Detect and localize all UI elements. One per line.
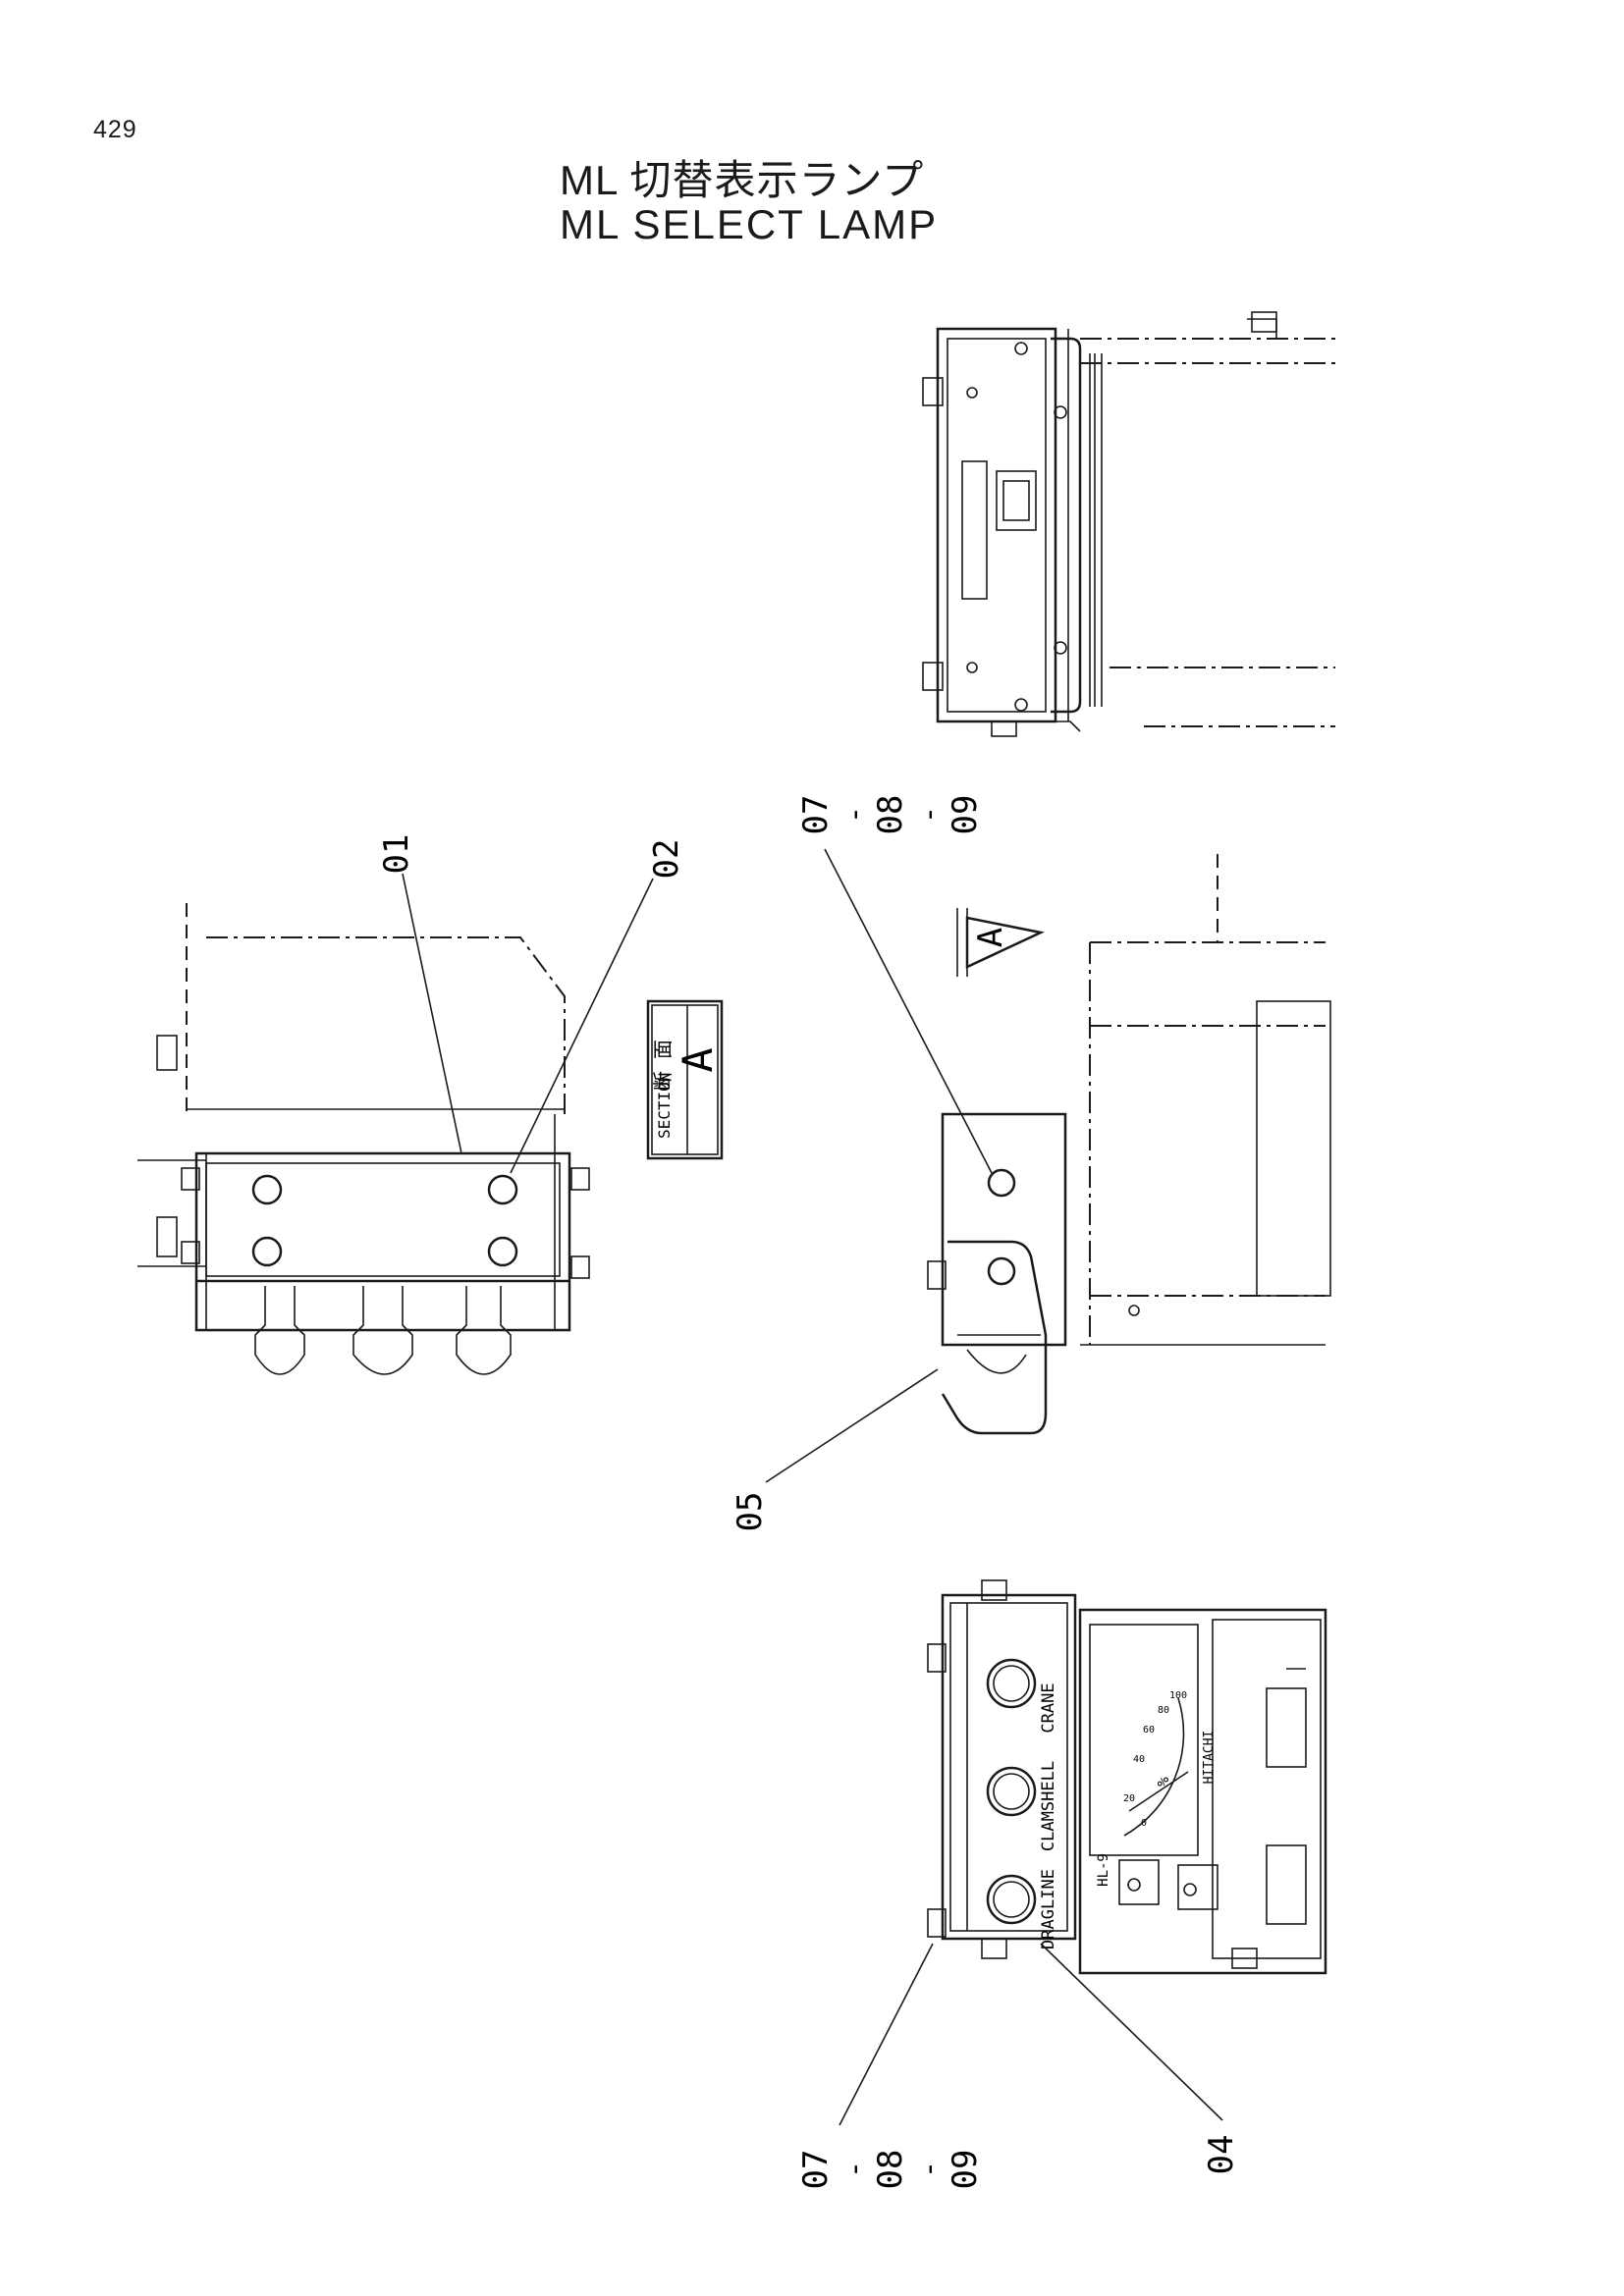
gauge-tick-100: 100 (1169, 1690, 1187, 1701)
leader-07-bottom (839, 1943, 934, 2126)
title-japanese: ML 切替表示ランプ (560, 157, 925, 203)
left-section-view (137, 903, 590, 1375)
gauge-tick-20: 20 (1123, 1793, 1135, 1804)
section-a-label: 断 面 SECTION A (646, 999, 724, 1160)
svg-text:09: 09 (946, 795, 985, 835)
leader-07-top (824, 848, 993, 1174)
gauge-tick-60: 60 (1143, 1725, 1155, 1735)
svg-text:08: 08 (871, 2150, 910, 2190)
view-arrow-letter: A (971, 928, 1010, 947)
label-crane: CRANE (1039, 1682, 1058, 1733)
callout-02: 02 (647, 839, 686, 880)
section-kanji-text: 断 面 (651, 1040, 675, 1091)
leader-02 (510, 878, 654, 1174)
middle-bracket-view (927, 854, 1331, 1435)
callout-05: 05 (731, 1492, 770, 1532)
callout-04: 04 (1202, 2135, 1241, 2175)
gauge-tick-0: 0 (1141, 1818, 1147, 1829)
gauge-tick-80: 80 (1158, 1705, 1169, 1716)
svg-text:08: 08 (871, 795, 910, 835)
page-number: 429 (93, 116, 137, 143)
callout-07-08-09-bottom: 07 - 08 - 09 (796, 2150, 985, 2190)
label-percent: % (1154, 1777, 1172, 1787)
callout-07-08-09-top: 07 - 08 - 09 (796, 795, 985, 835)
leader-04 (1040, 1943, 1223, 2121)
leader-05 (765, 1368, 939, 1483)
label-brand: HITACHI (1202, 1731, 1217, 1785)
title-english: ML SELECT LAMP (560, 201, 939, 247)
svg-text:-: - (838, 806, 872, 824)
label-hl9: HL-9 (1096, 1853, 1111, 1887)
svg-text:-: - (838, 2161, 872, 2178)
view-arrow-a: A (956, 908, 1045, 977)
svg-text:07: 07 (796, 2150, 836, 2190)
callout-01: 01 (377, 834, 416, 875)
lamp-bulbs (254, 1286, 512, 1375)
svg-text:07: 07 (796, 795, 836, 835)
bottom-panel-view: CRANE CLAMSHELL DRAGLINE HL-9 HITACHI % … (927, 1579, 1327, 1975)
top-bracket-view (922, 311, 1335, 737)
section-word-text: SECTION (655, 1073, 674, 1139)
label-dragline: DRAGLINE (1039, 1869, 1058, 1949)
svg-text:-: - (912, 2161, 947, 2178)
gauge-tick-40: 40 (1133, 1754, 1145, 1765)
section-letter-text: A (674, 1047, 722, 1072)
label-clamshell: CLAMSHELL (1039, 1761, 1058, 1851)
leader-01 (402, 873, 462, 1154)
svg-text:-: - (912, 806, 947, 824)
svg-text:09: 09 (946, 2150, 985, 2190)
